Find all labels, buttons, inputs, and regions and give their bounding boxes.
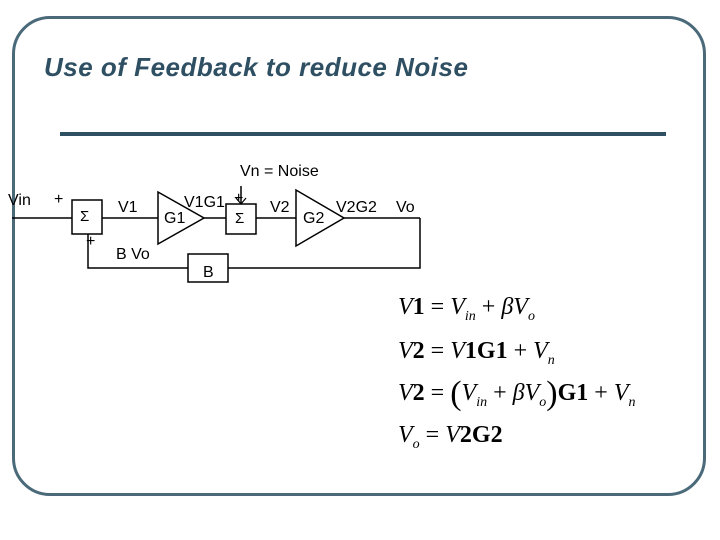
equation-3: V2 = (Vin + βVo)G1 + Vn [398, 375, 636, 412]
sum2-symbol: Σ [235, 210, 245, 227]
g1-label: G1 [164, 210, 186, 227]
equation-4: Vo = V2G2 [398, 422, 503, 452]
summing-junction-1 [71, 199, 103, 235]
amplifier-g2 [295, 188, 346, 248]
feedback-path-left [87, 234, 188, 269]
plus-bottom-label: + [86, 233, 96, 250]
g2-label: G2 [303, 210, 325, 227]
slide-frame [12, 16, 706, 496]
v2-label: V2 [270, 199, 290, 216]
summing-junction-2 [225, 203, 257, 235]
v1g1-label: V1G1 [184, 194, 225, 211]
plus-top-label: + [54, 191, 64, 208]
v2g2-label: V2G2 [336, 199, 377, 216]
amplifier-g1 [157, 190, 206, 246]
plus-noise-label: + [234, 190, 244, 207]
slide-title: Use of Feedback to reduce Noise [44, 52, 469, 82]
feedback-path-right [228, 218, 421, 269]
noise-arrowhead [235, 197, 247, 205]
sum1-symbol: Σ [80, 208, 90, 225]
bvo-label: B Vo [116, 246, 150, 263]
b-label: B [203, 264, 214, 281]
v1-label: V1 [118, 199, 138, 216]
title-underline [60, 132, 666, 136]
noise-label: Vn = Noise [240, 163, 319, 180]
equation-2: V2 = V1G1 + Vn [398, 338, 555, 368]
vin-label: Vin [8, 192, 31, 209]
equation-1: V1 = Vin + βVo [398, 294, 535, 324]
vo-label: Vo [396, 199, 415, 216]
feedback-block-b [187, 253, 229, 283]
